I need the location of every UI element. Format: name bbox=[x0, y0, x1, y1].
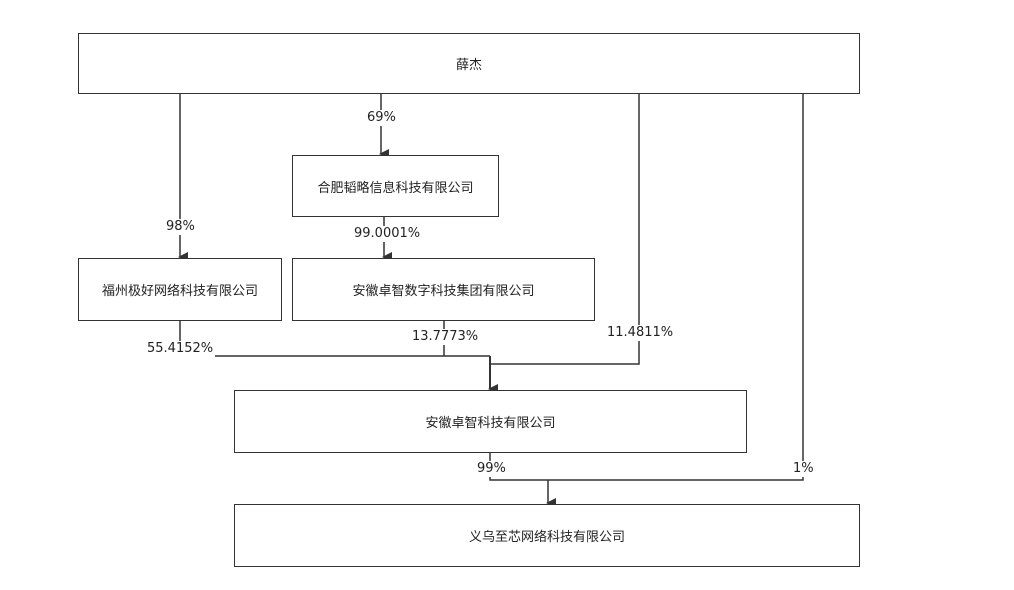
edge-xuejie-zhuozhi bbox=[490, 94, 640, 365]
pct-xuejie-zhuozhi: 11.4811% bbox=[605, 325, 676, 341]
node-xuejie: 薛杰 bbox=[78, 33, 860, 94]
node-anhui-zhuozhi: 安徽卓智科技有限公司 bbox=[234, 390, 747, 453]
pct-fuzhou-zhuozhi: 55.4152% bbox=[145, 341, 216, 357]
node-fuzhou: 福州极好网络科技有限公司 bbox=[78, 258, 282, 321]
node-anhui-zhuozhi-label: 安徽卓智科技有限公司 bbox=[425, 416, 556, 431]
pct-xuejie-fuzhou: 98% bbox=[164, 219, 197, 235]
pct-xuejie-yiwu: 1% bbox=[791, 461, 816, 477]
pct-group-zhuozhi: 13.7773% bbox=[410, 329, 481, 345]
edge-xuejie-yiwu bbox=[548, 94, 804, 481]
node-hefei: 合肥韬略信息科技有限公司 bbox=[292, 155, 499, 217]
node-anhui-group: 安徽卓智数字科技集团有限公司 bbox=[292, 258, 595, 321]
pct-xuejie-hefei: 69% bbox=[365, 110, 398, 126]
node-yiwu-label: 义乌至芯网络科技有限公司 bbox=[468, 530, 625, 545]
pct-hefei-group: 99.0001% bbox=[352, 226, 423, 242]
node-yiwu: 义乌至芯网络科技有限公司 bbox=[234, 504, 860, 567]
node-fuzhou-label: 福州极好网络科技有限公司 bbox=[101, 284, 258, 299]
pct-zhuozhi-yiwu: 99% bbox=[475, 461, 508, 477]
node-hefei-label: 合肥韬略信息科技有限公司 bbox=[317, 180, 474, 196]
node-xuejie-label: 薛杰 bbox=[455, 58, 482, 73]
node-anhui-group-label: 安徽卓智数字科技集团有限公司 bbox=[352, 284, 535, 299]
